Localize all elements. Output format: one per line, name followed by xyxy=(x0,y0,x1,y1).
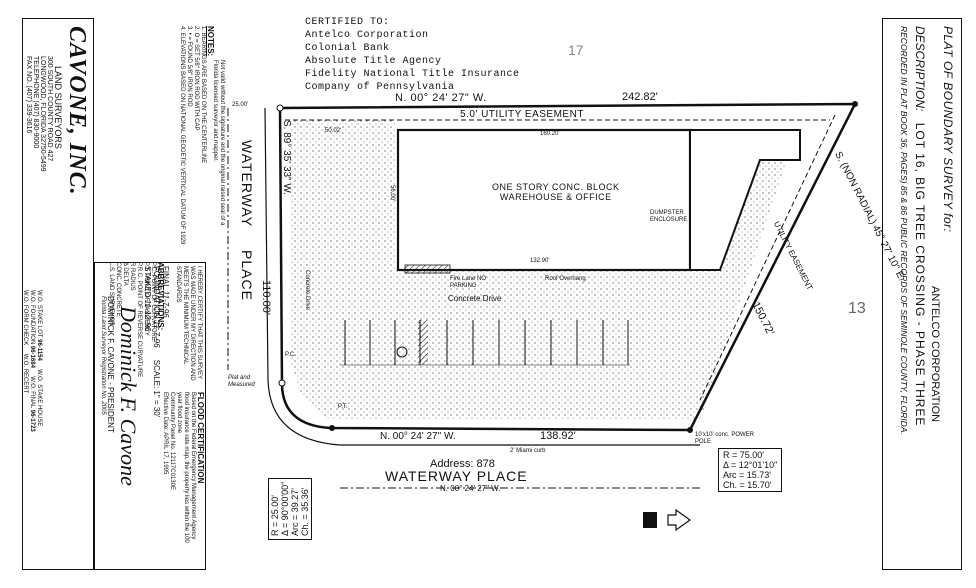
address-label: Address: 878 xyxy=(430,458,495,470)
street-name: WATERWAY PLACE xyxy=(385,468,528,484)
surveyor-panel-frame xyxy=(22,18,94,570)
dim-56: 56.00' xyxy=(389,185,395,202)
dim-160: 160.20' xyxy=(540,131,560,137)
parking-stalls xyxy=(340,320,630,366)
utility-easement-label: 5.0' UTILITY EASEMENT xyxy=(460,109,584,120)
concrete-drive-label-2: Concrete Drive xyxy=(304,270,310,311)
dim-25: 25.00' xyxy=(232,102,249,108)
row-line-left xyxy=(264,107,269,381)
lower-centerline-bearing: N. 00° 24' 27" W. xyxy=(440,484,501,493)
curve-right-data: R = 75.00' Δ = 12°01'10" Arc = 15.73' Ch… xyxy=(718,448,783,492)
dim-132: 132.90' xyxy=(530,258,550,264)
waterway-left-1: WATERWAY xyxy=(239,140,255,228)
fire-lane-hatch xyxy=(404,264,451,274)
building-label: ONE STORY CONC. BLOCK WAREHOUSE & OFFICE xyxy=(492,182,620,202)
bottom-bearing: N. 00° 24' 27" W. xyxy=(380,431,456,442)
sheet-ref-13: 13 xyxy=(848,300,866,317)
right-easement-line xyxy=(699,114,836,401)
marker-pt xyxy=(329,425,335,431)
power-pole-label: 10'x10' conc. POWER POLE xyxy=(695,432,754,445)
dumpster-label: DUMPSTER ENCLOSURE xyxy=(650,210,688,223)
bottom-distance: 138.92' xyxy=(540,430,576,442)
waterway-left-2: PLACE xyxy=(239,250,255,301)
handicap-stall-hatch xyxy=(418,320,428,365)
marker-ne xyxy=(852,101,858,107)
left-distance: 110.00' xyxy=(260,280,272,315)
certification-panel-frame xyxy=(94,262,206,570)
pt-label: P.T. xyxy=(338,404,348,410)
property-boundary xyxy=(278,102,858,432)
top-bearing: N. 00° 24' 27" W. xyxy=(395,92,487,104)
certified-heading: CERTIFIED TO: xyxy=(305,17,390,28)
left-bearing: S. 89° 35' 33" W. xyxy=(281,120,292,196)
handicap-symbol xyxy=(396,346,408,358)
marker-sw xyxy=(278,379,286,387)
building-wing xyxy=(689,129,801,271)
sheet-ref-17: 17 xyxy=(568,42,584,58)
found-plat-label: Plat and Measured xyxy=(228,375,255,388)
miami-curb-label: 2' Miami curb xyxy=(510,448,546,454)
concrete-drive-label: Concrete Drive xyxy=(448,294,502,303)
curve-left-data: R = 25.00' Δ = 90°00'00" Arc = 39.27' Ch… xyxy=(268,477,312,540)
certified-party-1: Antelco Corporation xyxy=(305,30,429,41)
certified-party-4: Fidelity National Title Insurance xyxy=(305,69,520,80)
pc-label: P.C. xyxy=(285,352,296,358)
top-distance: 242.82' xyxy=(622,91,658,103)
certified-party-5: Company of Pennsylvania xyxy=(305,82,455,93)
certified-to: CERTIFIED TO: Antelco Corporation Coloni… xyxy=(305,16,520,94)
marker-se xyxy=(687,427,693,433)
certified-party-2: Colonial Bank xyxy=(305,43,390,54)
dim-50: 50.02' xyxy=(325,128,342,134)
fire-lane-label: Fire Lane NO PARKING xyxy=(450,276,487,289)
north-arrow-icon xyxy=(643,508,692,532)
certified-party-3: Absolute Title Agency xyxy=(305,56,442,67)
row-curve xyxy=(267,379,700,446)
title-block-frame xyxy=(882,18,962,570)
marker-nw xyxy=(276,104,284,112)
roof-overhang-label: Roof Overhang xyxy=(545,276,586,282)
